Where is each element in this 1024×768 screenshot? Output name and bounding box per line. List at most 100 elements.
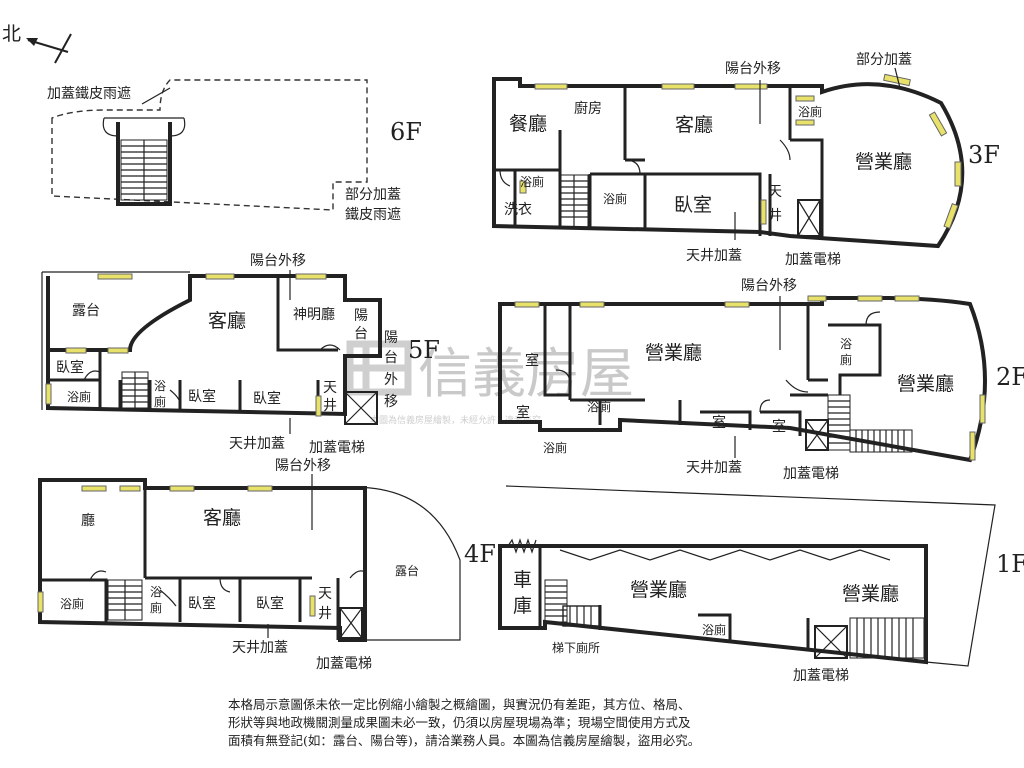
room-3f-business-hall: 營業廳	[855, 151, 912, 173]
room-3f-bath-c: 浴廁	[603, 191, 627, 206]
note-4f-light-well-cover: 天井加蓋	[232, 640, 288, 656]
note-2f-elevator: 加蓋電梯	[783, 466, 839, 482]
room-5f-balcony-a: 陽	[354, 308, 368, 324]
room-5f-bedroom-c: 臥室	[253, 390, 281, 407]
room-3f-kitchen: 廚房	[574, 100, 602, 117]
room-1f-garage-a: 車	[513, 569, 532, 591]
watermark-brand: 信義房屋	[418, 342, 634, 405]
north-label: 北	[2, 23, 21, 45]
room-5f-bath-b2: 廁	[154, 394, 166, 409]
note-5f-vertical-4: 移	[384, 394, 398, 410]
windows	[45, 273, 327, 417]
room-3f-bedroom: 臥室	[674, 194, 712, 216]
note-5f-elevator: 加蓋電梯	[309, 440, 365, 456]
room-4f-terrace: 露台	[395, 563, 419, 578]
room-5f-light-well-b: 井	[323, 398, 337, 414]
room-4f-bedroom-a: 臥室	[188, 595, 216, 612]
note-6f-awning: 加蓋鐵皮雨遮	[47, 85, 131, 102]
room-5f-bath-a: 浴廁	[67, 389, 91, 404]
room-3f-living: 客廳	[675, 114, 713, 136]
staircase	[544, 579, 925, 659]
room-4f-light-well-a: 天	[318, 586, 332, 602]
note-3f-elevator: 加蓋電梯	[785, 252, 841, 268]
windows	[519, 73, 962, 229]
room-4f-living: 客廳	[203, 507, 241, 529]
elevator	[805, 419, 829, 451]
watermark-logo	[346, 340, 412, 396]
room-2f-bath-c: 浴廁	[543, 440, 567, 455]
elevator	[344, 391, 378, 425]
floor-label-5f: 5F	[408, 336, 440, 364]
room-1f-business-hall-a: 營業廳	[630, 579, 687, 601]
note-6f-partial-addition: 部分加蓋	[345, 187, 401, 203]
note-1f-under-stair-toilet: 梯下廁所	[552, 640, 600, 655]
room-1f-business-hall-b: 營業廳	[842, 583, 899, 605]
elevator	[797, 199, 821, 237]
room-2f-business-hall-a: 營業廳	[645, 342, 702, 364]
note-4f-balcony-moved: 陽台外移	[275, 458, 331, 474]
note-5f-light-well-cover: 天井加蓋	[229, 436, 285, 452]
floor-label-4f: 4F	[464, 540, 496, 568]
room-3f-light-well-b: 井	[768, 208, 782, 224]
room-2f-room-b: 室	[516, 404, 530, 421]
room-4f-bath-a: 浴廁	[60, 596, 84, 611]
floor-6f: 加蓋鐵皮雨遮 部分加蓋 鐵皮雨遮 6F	[47, 79, 422, 223]
room-3f-bath-b: 浴廁	[520, 174, 544, 189]
note-5f-vertical-3: 外	[384, 372, 398, 388]
elevator	[339, 607, 363, 639]
room-2f-room-c: 室	[712, 414, 726, 431]
room-4f-bedroom-b: 臥室	[256, 595, 284, 612]
staircase	[827, 394, 913, 453]
room-1f-garage-b: 庫	[513, 595, 532, 617]
room-5f-bedroom-a: 臥室	[56, 359, 84, 376]
room-3f-light-well-a: 天	[768, 184, 782, 200]
room-5f-terrace: 露台	[72, 303, 100, 319]
room-2f-room-a: 室	[525, 352, 539, 369]
note-2f-light-well-cover: 天井加蓋	[686, 460, 742, 476]
floor-label-6f: 6F	[390, 118, 422, 146]
room-5f-balcony-b: 台	[354, 326, 368, 342]
note-6f-metal-awning: 鐵皮雨遮	[345, 206, 401, 223]
room-2f-bath-a1: 浴	[840, 337, 852, 351]
room-4f-hall: 廳	[81, 512, 95, 529]
room-4f-bath-b2: 廁	[150, 600, 162, 615]
note-4f-elevator: 加蓋電梯	[316, 656, 372, 672]
staircase	[107, 579, 143, 621]
floor-label-3f: 3F	[968, 141, 1000, 169]
room-5f-light-well-a: 天	[323, 380, 337, 396]
watermark: 信義房屋 本圖為信義房屋繪製，未經允許，違者必究	[346, 340, 634, 426]
room-2f-room-d: 室	[772, 418, 786, 435]
note-3f-balcony-moved: 陽台外移	[725, 61, 781, 77]
note-5f-vertical-2: 台	[384, 350, 398, 366]
room-4f-bath-b1: 浴	[150, 585, 162, 599]
room-3f-laundry: 洗衣	[504, 202, 532, 218]
room-2f-business-hall-b: 營業廳	[897, 373, 954, 395]
windows	[514, 295, 986, 461]
north-compass: 北	[2, 23, 72, 64]
disclaimer-line: 形狀等與地政機關測量成果圖未必一致，仍須以房屋現場為準；現場空間使用方式及	[228, 715, 691, 730]
room-2f-bath-b: 浴廁	[587, 399, 611, 414]
floor-label-2f: 2F	[996, 363, 1024, 391]
room-5f-shrine: 神明廳	[293, 306, 335, 323]
floor-label-1f: 1F	[996, 550, 1024, 578]
floor-3f: 餐廳 廚房 客廳 浴廁 營業廳 浴廁 洗衣 浴廁 臥室 天 井 陽台外移 部分加…	[492, 52, 1000, 268]
staircase	[121, 371, 149, 409]
note-5f-balcony-moved: 陽台外移	[250, 253, 306, 269]
note-5f-vertical-1: 陽	[384, 330, 398, 346]
room-5f-living: 客廳	[208, 310, 246, 332]
floor-5f: 露台 客廳 神明廳 陽 台 臥室 浴廁 浴 廁 臥室 臥室 天 井 陽台外移 陽…	[41, 253, 440, 456]
room-1f-bath: 浴廁	[702, 622, 726, 637]
note-2f-balcony-moved: 陽台外移	[741, 278, 797, 294]
floor-4f: 廳 客廳 露台 浴廁 浴 廁 臥室 臥室 天 井 陽台外移 天井加蓋 加蓋電梯 …	[37, 458, 496, 672]
room-2f-bath-a2: 廁	[840, 352, 852, 367]
floor-1f: 車 庫 營業廳 營業廳 浴廁 梯下廁所 加蓋電梯 1F	[498, 485, 1024, 684]
room-5f-bath-b1: 浴	[154, 379, 166, 393]
disclaimer: 本格局示意圖係未依一定比例縮小繪製之概繪圖，與實況仍有差距，其方位、格局、 形狀…	[228, 696, 828, 750]
room-5f-bedroom-b: 臥室	[188, 388, 216, 405]
elevator	[814, 625, 848, 659]
disclaimer-line: 面積有無登記(如：露台、陽台等)，請洽業務人員。本圖為信義房屋繪製，盜用必究。	[228, 733, 701, 748]
staircase	[559, 174, 589, 228]
disclaimer-line: 本格局示意圖係未依一定比例縮小繪製之概繪圖，與實況仍有差距，其方位、格局、	[228, 697, 691, 712]
staircase	[120, 139, 168, 201]
